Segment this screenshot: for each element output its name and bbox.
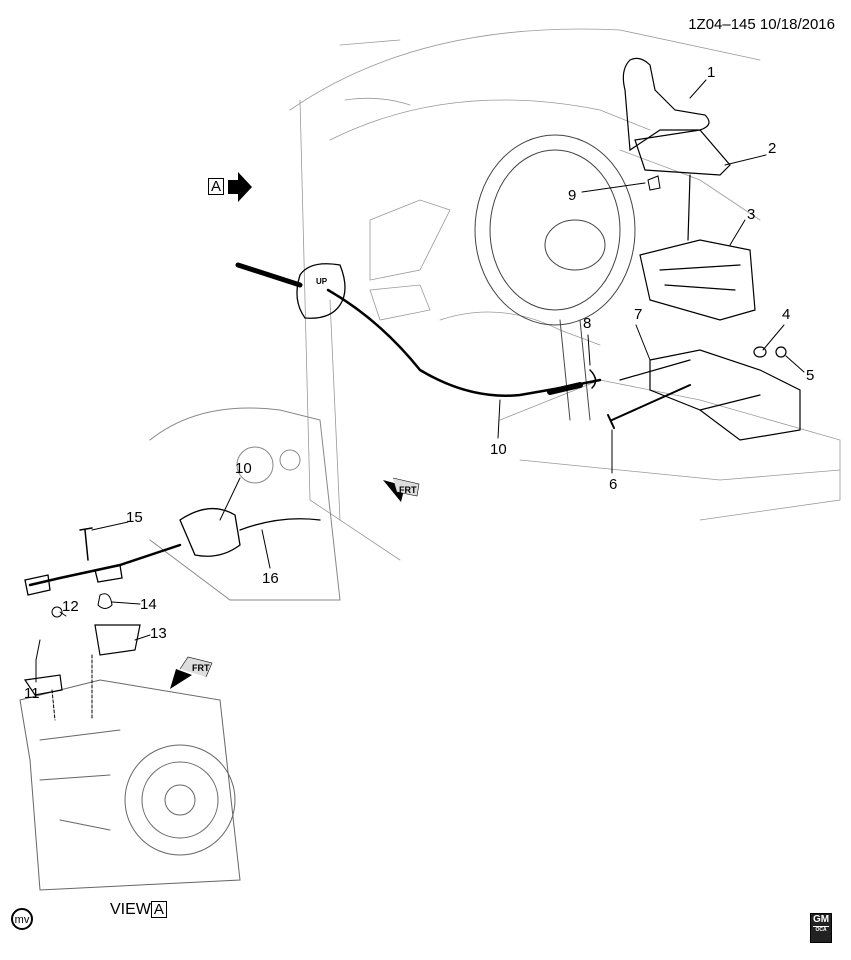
view-caption-text: VIEW bbox=[110, 901, 151, 918]
dashboard-outline bbox=[289, 28, 841, 561]
front-arrow: FRT bbox=[383, 476, 423, 504]
clip bbox=[97, 593, 113, 609]
retainer-clip bbox=[589, 369, 597, 389]
callout-16: 16 bbox=[262, 570, 279, 587]
leader-lines bbox=[35, 79, 805, 721]
cable-grommet bbox=[296, 263, 346, 319]
callout-4: 4 bbox=[782, 306, 791, 323]
callout-3: 3 bbox=[747, 206, 756, 223]
front-arrow-icon bbox=[383, 477, 420, 502]
bolt bbox=[607, 384, 691, 429]
gm-logo-subtext: OCA bbox=[813, 926, 829, 933]
callout-10: 10 bbox=[490, 441, 507, 458]
steering-wheel bbox=[474, 134, 636, 421]
gm-logo-text: GM bbox=[812, 914, 830, 925]
shift-cable bbox=[326, 288, 602, 397]
up-marking: UP bbox=[316, 277, 328, 286]
callout-7: 7 bbox=[634, 306, 643, 323]
callout-6: 6 bbox=[609, 476, 618, 493]
cable-end bbox=[547, 382, 583, 395]
transmission bbox=[19, 679, 241, 891]
cable-mount-bracket bbox=[94, 624, 141, 656]
bolt bbox=[79, 527, 93, 561]
nut bbox=[753, 346, 767, 358]
callout-14: 14 bbox=[140, 596, 157, 613]
nut bbox=[51, 606, 63, 618]
arrow-right-icon bbox=[228, 172, 253, 202]
clip bbox=[647, 175, 661, 191]
front-label: FRT bbox=[192, 663, 210, 673]
view-a-arrow: A bbox=[208, 172, 253, 202]
mv-logo-text: mv bbox=[14, 914, 30, 926]
front-arrow-icon bbox=[170, 656, 213, 689]
mv-logo: mv bbox=[11, 908, 33, 930]
front-arrow: FRT bbox=[170, 655, 214, 693]
shift-knob bbox=[622, 57, 710, 152]
view-letter: A bbox=[208, 178, 225, 196]
view-caption-letter: A bbox=[150, 901, 167, 918]
callout-8: 8 bbox=[583, 315, 592, 332]
illustration-date: 10/18/2016 bbox=[759, 16, 835, 33]
cable-rod bbox=[235, 262, 303, 288]
callout-5: 5 bbox=[806, 367, 815, 384]
callout-1: 1 bbox=[707, 64, 716, 81]
firewall-view bbox=[149, 407, 341, 601]
bolt-head bbox=[775, 346, 787, 358]
cable-bracket bbox=[23, 674, 63, 696]
callout-13: 13 bbox=[150, 625, 167, 642]
shifter-assembly bbox=[639, 174, 756, 321]
callout-11: 11 bbox=[24, 685, 40, 702]
callout-12: 12 bbox=[62, 598, 79, 615]
shifter-bracket bbox=[619, 349, 801, 441]
callout-15: 15 bbox=[126, 509, 143, 526]
front-label: FRT bbox=[399, 485, 417, 495]
illustration-id: 1Z04–145 bbox=[688, 16, 756, 33]
gm-logo: GM OCA bbox=[810, 913, 832, 943]
callout-10-lower: 10 bbox=[235, 460, 252, 477]
illustration-header: 1Z04–145 10/18/2016 bbox=[688, 16, 835, 33]
cable-lower bbox=[24, 508, 321, 596]
callout-2: 2 bbox=[768, 140, 777, 157]
callout-9: 9 bbox=[568, 187, 577, 204]
shift-bezel bbox=[634, 129, 731, 176]
